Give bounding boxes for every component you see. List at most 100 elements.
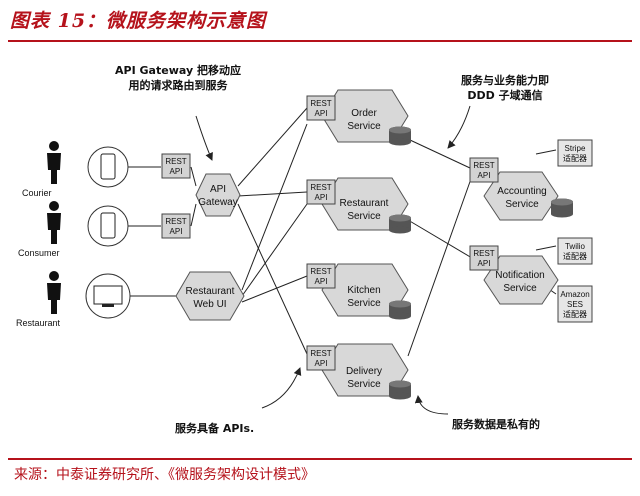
line-rest-gateway-2 [190,203,197,227]
source-note: 来源：中泰证券研究所、《微服务架构设计模式》 [14,467,315,483]
svg-text:Restaurant: Restaurant [340,198,389,209]
database-icon [389,380,411,400]
line-gateway-order [237,107,308,187]
service-kitchen: REST API Kitchen Service [306,263,411,320]
note-apis: 服务具备 APIs. [175,421,254,435]
restaurant-web-ui-node: Restaurant Web UI [175,271,245,321]
line-restaurant-notification [407,219,473,259]
svg-text:Twilio: Twilio [565,242,586,251]
svg-text:REST: REST [310,183,331,192]
client-role-label: Consumer [18,248,60,258]
svg-text:API: API [315,109,328,118]
line-accounting-stripe [535,149,557,155]
line-gateway-delivery [237,203,308,355]
service-accounting: REST API Accounting Service [469,157,573,221]
svg-text:Service: Service [347,211,381,222]
note-ddd-line1: 服务与业务能力即 [461,73,549,87]
service-delivery: REST API Delivery Service [306,343,411,400]
svg-text:Stripe: Stripe [565,144,586,153]
arrow-gateway-note [195,115,213,161]
arrow-private-data-note [414,395,449,415]
svg-text:API: API [315,277,328,286]
api-gateway-node: API Gateway [195,173,241,217]
svg-text:Service: Service [347,121,381,132]
database-icon [389,126,411,146]
svg-text:REST: REST [310,349,331,358]
database-icon [389,300,411,320]
svg-text:Service: Service [505,199,539,210]
rest-api-box: REST API [161,213,191,239]
adapter-twilio: Twilio 适配器 [557,237,593,265]
svg-text:Gateway: Gateway [198,197,237,208]
adapter-stripe: Stripe 适配器 [557,139,593,167]
svg-text:适配器: 适配器 [563,251,587,261]
svg-text:适配器: 适配器 [563,153,587,163]
svg-text:REST: REST [165,157,186,166]
arrow-ddd-note [447,105,471,149]
person-icon [47,271,61,314]
svg-text:REST: REST [310,99,331,108]
rest-api-box [469,157,499,183]
svg-text:SES: SES [567,300,583,309]
source-rule [8,458,632,460]
line-webui-restaurant [241,203,308,297]
svg-text:REST: REST [473,161,494,170]
rest-api-box [306,263,336,289]
svg-text:Service: Service [503,283,537,294]
line-gateway-restaurant [237,191,308,197]
note-ddd-line2: DDD 子域通信 [467,88,542,102]
adapter-amazon-ses: Amazon SES 适配器 [557,285,593,323]
connections [125,107,557,357]
person-icon [47,201,61,244]
note-gateway-line2: 用的请求路由到服务 [129,78,229,92]
svg-text:Service: Service [347,379,381,390]
svg-text:Web UI: Web UI [193,299,226,310]
title-rule [8,40,632,42]
svg-text:API: API [478,259,491,268]
service-notification: REST API Notification Service [469,245,559,305]
svg-text:REST: REST [165,217,186,226]
svg-text:Service: Service [347,298,381,309]
svg-text:Order: Order [351,108,377,119]
svg-text:API: API [315,359,328,368]
note-private-data: 服务数据是私有的 [452,417,540,431]
rest-api-box: REST API [161,153,191,179]
svg-text:Delivery: Delivery [346,366,382,377]
client-role-label: Restaurant [16,318,61,328]
client-restaurant: Restaurant [16,271,131,328]
line-delivery-accounting [407,175,473,357]
line-webui-kitchen [241,275,308,303]
svg-text:API: API [170,227,183,236]
phone-icon [100,153,116,180]
svg-text:Amazon: Amazon [560,290,589,299]
monitor-icon [93,285,123,305]
client-courier: Courier [22,141,129,198]
service-order: REST API Order Service [306,89,411,146]
svg-text:API: API [210,184,226,195]
database-icon [389,214,411,234]
svg-text:API: API [170,167,183,176]
line-rest-gateway-1 [190,166,197,187]
line-order-accounting [409,139,471,169]
microservice-diagram: Courier Consumer Restaurant REST API RES… [16,63,593,435]
note-gateway-line1: API Gateway 把移动应 [115,63,241,77]
svg-text:API: API [478,171,491,180]
rest-api-box [306,95,336,121]
svg-text:REST: REST [310,267,331,276]
note-arrows [195,105,471,415]
svg-text:Kitchen: Kitchen [347,285,380,296]
service-restaurant: REST API Restaurant Service [306,177,411,234]
person-icon [47,141,61,184]
rest-api-box [469,245,499,271]
svg-text:Notification: Notification [495,270,544,281]
svg-text:API: API [315,193,328,202]
line-notification-twilio [535,245,557,251]
svg-text:Accounting: Accounting [497,186,546,197]
rest-api-box [306,345,336,371]
svg-text:适配器: 适配器 [563,309,587,319]
rest-api-box [306,179,336,205]
client-consumer: Consumer [18,201,129,258]
line-webui-order [241,123,308,291]
svg-text:Restaurant: Restaurant [186,286,235,297]
arrow-apis-note [261,367,302,409]
